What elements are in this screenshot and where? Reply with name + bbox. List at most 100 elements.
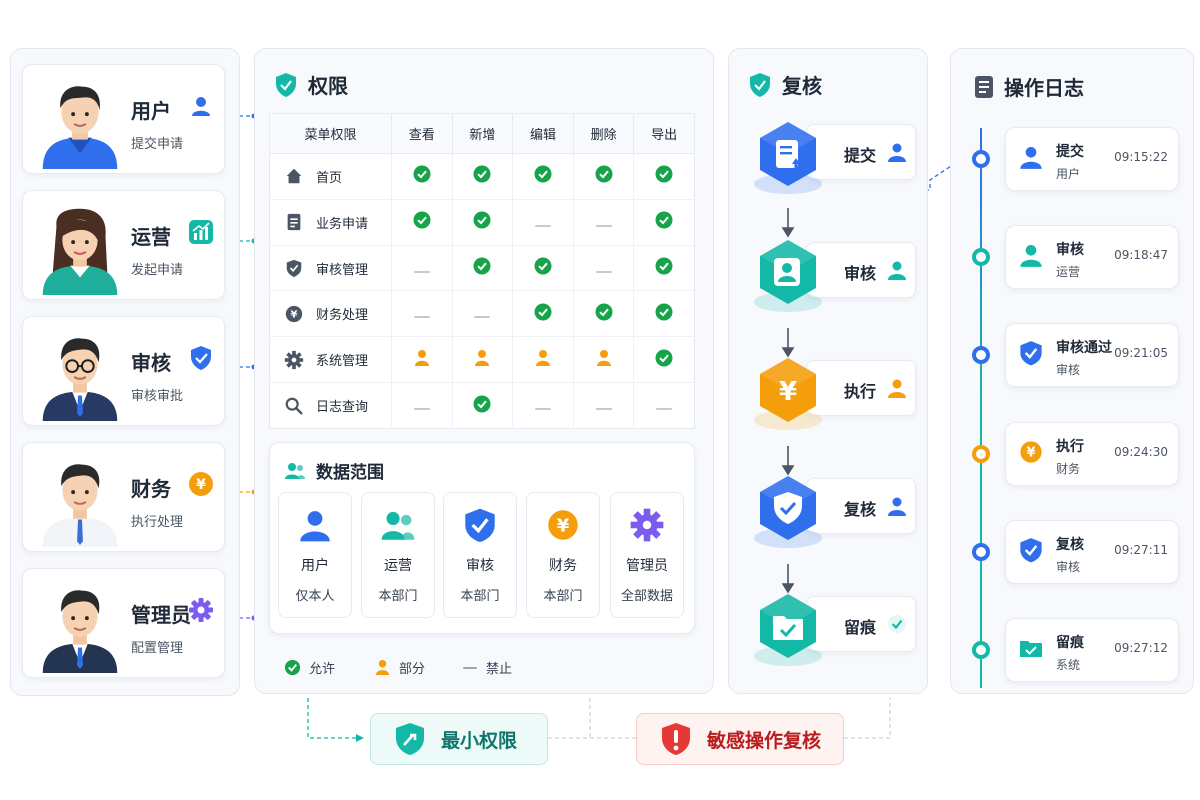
log-entry[interactable]: 留痕 系统 09:27:12 bbox=[1005, 618, 1179, 682]
timeline-dot bbox=[972, 641, 990, 659]
shield-check-icon bbox=[1018, 537, 1044, 563]
column-header: 删除 bbox=[572, 113, 634, 154]
dash-icon bbox=[656, 407, 673, 411]
permission-cell bbox=[451, 290, 513, 338]
menu-cell: 首页 bbox=[269, 153, 392, 200]
menu-label: 日志查询 bbox=[316, 400, 369, 416]
legend-partial-label: 部分 bbox=[399, 662, 426, 677]
permission-cell bbox=[512, 382, 574, 429]
timeline-dot bbox=[972, 150, 990, 168]
review-step[interactable]: 复核 bbox=[746, 468, 918, 548]
scope-card[interactable]: ¥ 财务 本部门 bbox=[526, 492, 600, 618]
reviewer-avatar bbox=[42, 338, 118, 421]
user-icon bbox=[192, 97, 210, 116]
menu-label: 业务申请 bbox=[316, 216, 369, 232]
permission-cell bbox=[633, 382, 695, 429]
permission-cell bbox=[391, 199, 453, 246]
user-icon bbox=[886, 377, 908, 399]
check-circle-icon bbox=[595, 303, 613, 321]
timeline-dot bbox=[972, 445, 990, 463]
role-card-user[interactable]: 用户 提交申请 bbox=[22, 64, 225, 174]
permission-cell bbox=[451, 382, 513, 429]
scope-role: 审核 bbox=[466, 558, 494, 574]
timeline-dot bbox=[972, 248, 990, 266]
menu-cell: ¥ 财务处理 bbox=[269, 290, 392, 338]
check-circle-icon bbox=[655, 303, 673, 321]
role-name: 审核 bbox=[131, 351, 171, 375]
review-step[interactable]: 提交 bbox=[746, 114, 918, 194]
check-circle-icon bbox=[595, 165, 613, 183]
check-circle-icon bbox=[655, 211, 673, 229]
sensitive-review-badge[interactable]: 敏感操作复核 bbox=[636, 713, 844, 765]
log-entry[interactable]: ¥ 执行 财务 09:24:30 bbox=[1005, 422, 1179, 486]
check-circle-icon bbox=[473, 395, 491, 413]
scope-range: 本部门 bbox=[543, 589, 583, 604]
role-card-reviewer[interactable]: 审核 审核审批 bbox=[22, 316, 225, 426]
permission-cell bbox=[512, 290, 574, 338]
scope-card[interactable]: 运营 本部门 bbox=[361, 492, 435, 618]
log-entry[interactable]: 审核 运营 09:18:47 bbox=[1005, 225, 1179, 289]
log-entry[interactable]: 复核 审核 09:27:11 bbox=[1005, 520, 1179, 584]
scope-card[interactable]: 审核 本部门 bbox=[443, 492, 517, 618]
dash-icon bbox=[474, 315, 491, 319]
dash-icon bbox=[413, 315, 430, 319]
permission-cell bbox=[512, 199, 574, 246]
permission-cell bbox=[633, 290, 695, 338]
role-card-operations[interactable]: 运营 发起申请 bbox=[22, 190, 225, 300]
search-icon bbox=[284, 396, 304, 416]
permission-cell bbox=[451, 199, 513, 246]
check-circle-icon bbox=[413, 165, 431, 183]
permission-cell bbox=[572, 382, 634, 429]
document-upload-icon bbox=[754, 122, 822, 194]
review-step[interactable]: ¥ 执行 bbox=[746, 350, 918, 430]
role-name: 运营 bbox=[131, 225, 171, 249]
user-icon bbox=[1018, 144, 1044, 170]
review-step[interactable]: 留痕 bbox=[746, 586, 918, 666]
column-header: 编辑 bbox=[512, 113, 574, 154]
flow-arrows bbox=[781, 208, 795, 594]
permissions-title: 权限 bbox=[274, 70, 348, 99]
review-step[interactable]: 审核 bbox=[746, 232, 918, 312]
log-title-text: 操作日志 bbox=[1004, 76, 1084, 100]
svg-text:¥: ¥ bbox=[196, 477, 206, 493]
log-entry[interactable]: 审核通过 审核 09:21:05 bbox=[1005, 323, 1179, 387]
log-entry[interactable]: 提交 用户 09:15:22 bbox=[1005, 127, 1179, 191]
folder-check-icon bbox=[754, 594, 822, 666]
dash-icon bbox=[413, 407, 430, 411]
partial-user-icon bbox=[534, 349, 552, 367]
log-action: 复核 bbox=[1056, 537, 1084, 553]
user-icon bbox=[886, 259, 908, 281]
least-privilege-badge[interactable]: 最小权限 bbox=[370, 713, 548, 765]
dash-icon bbox=[534, 407, 551, 411]
permission-cell bbox=[633, 199, 695, 246]
menu-label: 财务处理 bbox=[316, 308, 369, 324]
scope-role: 用户 bbox=[301, 558, 329, 574]
shield-check-icon bbox=[754, 476, 822, 548]
table-row: 系统管理 bbox=[269, 336, 695, 384]
scope-card[interactable]: 管理员 全部数据 bbox=[610, 492, 684, 618]
scope-card[interactable]: 用户 仅本人 bbox=[278, 492, 352, 618]
data-scope-title: 数据范围 bbox=[284, 458, 384, 483]
menu-label: 系统管理 bbox=[316, 354, 369, 370]
menu-cell: 日志查询 bbox=[270, 383, 392, 429]
dash-icon bbox=[595, 270, 612, 274]
alert-shield-icon bbox=[662, 723, 690, 755]
log-action: 审核 bbox=[1056, 242, 1084, 258]
scope-range: 仅本人 bbox=[295, 589, 335, 604]
partial-user-icon bbox=[473, 349, 491, 367]
yen-icon: ¥ bbox=[754, 358, 822, 430]
role-card-finance[interactable]: 财务 执行处理 ¥ bbox=[22, 442, 225, 552]
log-action: 审核通过 bbox=[1056, 340, 1112, 356]
data-scope-title-text: 数据范围 bbox=[316, 463, 384, 483]
column-header: 导出 bbox=[633, 113, 695, 154]
scope-range: 本部门 bbox=[378, 589, 418, 604]
log-time: 09:21:05 bbox=[1114, 346, 1168, 360]
role-card-admin[interactable]: 管理员 配置管理 bbox=[22, 568, 225, 678]
review-title: 复核 bbox=[748, 70, 822, 99]
partial-user-icon bbox=[595, 349, 613, 367]
permission-cell bbox=[391, 290, 453, 338]
permission-cell bbox=[572, 245, 634, 292]
yen-icon: ¥ bbox=[284, 304, 304, 324]
permission-cell bbox=[572, 199, 634, 246]
folder-check-icon bbox=[1018, 635, 1044, 661]
